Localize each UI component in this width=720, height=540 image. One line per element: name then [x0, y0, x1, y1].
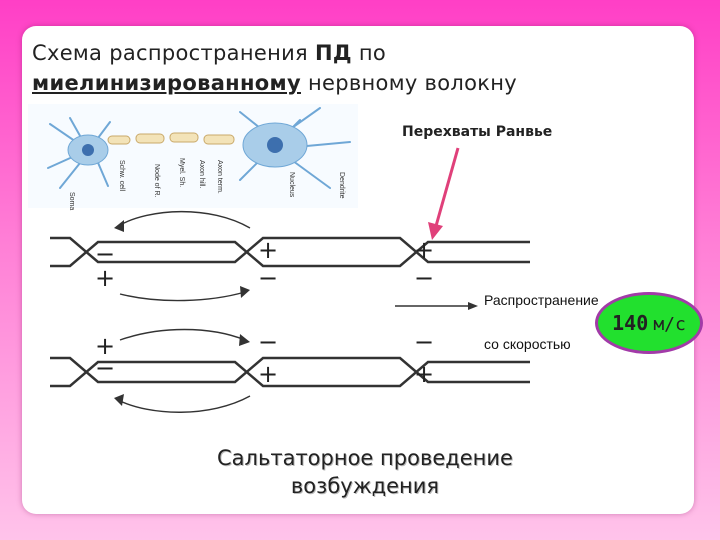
speed-unit: м/с [653, 314, 686, 335]
neuron-label-0: Myel. Sh. [178, 158, 185, 187]
speed-value: 140 [612, 311, 649, 335]
charge-bottom-upper-1: + [95, 332, 115, 360]
slide-title: Схема распространения ПД по миелинизиров… [32, 38, 632, 98]
charge-bottom-upper-3: − [414, 328, 434, 356]
current-arrow-bottom-lower [117, 395, 251, 413]
charge-bottom-upper-2: − [258, 328, 278, 356]
caption-line1: Сальтаторное проведение [217, 446, 513, 470]
propagation-label-line2: со скоростью [484, 336, 571, 352]
ranvier-pointer-arrow [434, 147, 460, 227]
saltatory-caption: Сальтаторное проведение возбуждения [180, 444, 550, 500]
charge-top-lower-1: + [95, 264, 115, 292]
neuron-label-6: Node of R. [153, 164, 160, 198]
charge-top-lower-3: − [414, 264, 434, 292]
caption-line2: возбуждения [290, 474, 440, 498]
charge-bottom-lower-1: − [95, 354, 115, 382]
myelin-sheath [107, 132, 235, 145]
title-underlined-word: миелинизированному [32, 71, 301, 95]
title-bold-pd: ПД [314, 41, 352, 65]
current-arrow-top-upper [117, 210, 251, 229]
neuron-nucleus-right [267, 137, 283, 153]
current-arrow-top-lower [119, 291, 246, 302]
neuron-label-3: Nucleus [288, 172, 295, 198]
propagation-label-line1: Распространение [484, 292, 599, 308]
title-line1-suffix: по [351, 41, 387, 65]
current-arrow-bottom-upper [119, 328, 246, 341]
charge-top-upper-3: + [414, 236, 434, 264]
speed-badge: 140 м/с [595, 292, 703, 354]
charge-bottom-lower-2: + [258, 360, 278, 388]
title-line2-suffix: нервному волокну [300, 71, 517, 95]
title-prefix: Схема распространения [32, 41, 315, 65]
charge-bottom-lower-3: + [414, 360, 434, 388]
neuron-nucleus-left [82, 144, 94, 156]
neuron-label-4: Dendrite [338, 172, 345, 199]
ranvier-label: Перехваты Ранвье [402, 124, 553, 140]
neuron-label-5: Soma [68, 192, 75, 210]
charge-top-upper-2: + [258, 236, 278, 264]
axon-top [50, 236, 530, 268]
neuron-label-1: Axon hill. [198, 160, 205, 188]
charge-top-lower-2: − [258, 264, 278, 292]
axon-bottom [50, 356, 530, 388]
neuron-label-2: Axon term. [216, 160, 223, 194]
neuron-illustration: Myel. Sh. Axon hill. Axon term. Nucleus Dend… [28, 104, 358, 210]
charge-top-upper-1: − [95, 240, 115, 268]
neuron-label-7: Schw. cell [118, 160, 125, 192]
